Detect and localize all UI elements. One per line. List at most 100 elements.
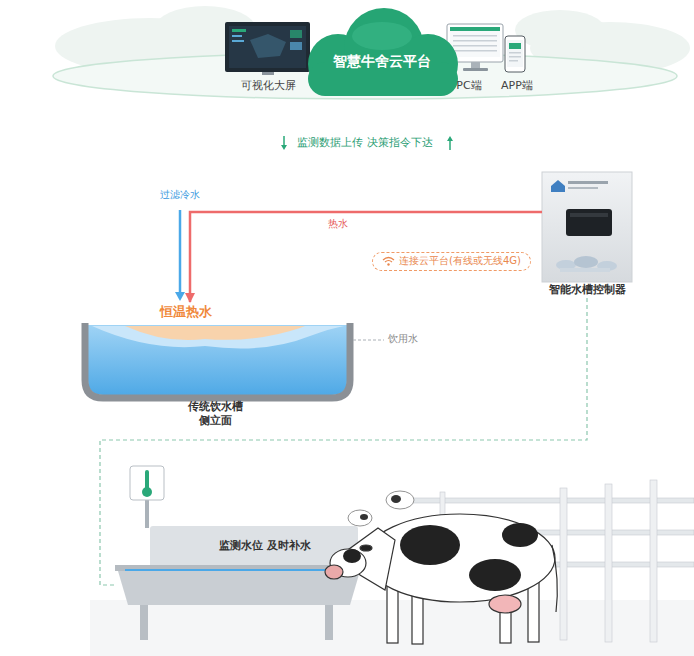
pipe-label: 过滤冷水 (160, 189, 200, 202)
cow-part (400, 525, 460, 565)
node-label: 恒温热水 (160, 304, 212, 320)
cow-part (552, 545, 557, 612)
app-node: APP端 (496, 34, 538, 94)
fence-part (360, 514, 368, 520)
sky-clouds-part (515, 10, 605, 50)
trough-section-part (92, 326, 344, 348)
trough-section-part (88, 325, 347, 395)
sensor-part (145, 472, 149, 488)
phone-part (505, 36, 525, 72)
node-label: 连接云平台(有线或无线4G) (399, 255, 521, 268)
controller-panel-part (560, 268, 610, 272)
cow-trough-node: 监测水位 及时补水 (115, 522, 363, 642)
cow-part (365, 514, 555, 602)
phone-part (507, 40, 523, 67)
controller-panel-part (574, 256, 598, 268)
connection-tag: 连接云平台(有线或无线4G) (372, 252, 531, 271)
hot-water-pipe (190, 212, 542, 302)
updown-arrows-part (449, 140, 451, 150)
trough-section-node: 恒温热水传统饮水槽 侧立面 (85, 302, 350, 432)
sensor-part (130, 466, 164, 500)
updown-arrows-part (281, 145, 287, 150)
node-label: 智慧牛舍云平台 (333, 53, 431, 71)
cold-water-pipe-part (175, 292, 185, 301)
fence-part (560, 488, 567, 640)
phone-part (509, 52, 521, 54)
big-screen-part (290, 42, 302, 50)
node-label: 可视化大屏 (241, 79, 296, 93)
pc-monitor-part (463, 68, 488, 71)
cow-part (325, 565, 343, 579)
controller-panel (542, 172, 632, 282)
pc-monitor-part (450, 27, 500, 57)
controller-panel-part (566, 209, 612, 236)
big-screen-part (232, 29, 246, 32)
trough-section-part (125, 326, 305, 340)
pc-monitor-part (453, 35, 497, 37)
node-caption: 传统饮水槽 侧立面 (183, 400, 247, 428)
fence-part (386, 491, 414, 509)
trough-section (85, 323, 350, 398)
cloud-shape-part (352, 22, 412, 50)
fence-part (391, 495, 401, 503)
platform-ring (53, 53, 677, 99)
pc-monitor-part (453, 50, 497, 52)
phone (505, 36, 525, 72)
cow-part (343, 549, 361, 563)
big-screen-part (232, 40, 244, 42)
trough-section-part (85, 323, 350, 398)
cow-part (387, 585, 398, 643)
node-label: PC端 (456, 79, 481, 93)
cold-water-pipe-part (179, 210, 182, 293)
fence-part (650, 480, 657, 642)
big-screen-node: 可视化大屏 (222, 22, 314, 94)
wifi-icon-part (385, 261, 392, 263)
cloud-shape (296, 6, 468, 98)
controller-panel-part (568, 181, 608, 184)
pc-monitor-part (453, 45, 497, 47)
fence-part (348, 510, 372, 526)
controller-node: 智能水槽控制器 (542, 172, 632, 298)
cow-part (528, 582, 539, 642)
controller-panel-part (568, 187, 598, 189)
big-screen-part (229, 26, 306, 68)
updown-arrows-part (447, 136, 453, 141)
cow-trough-part (118, 571, 360, 605)
controller-panel-part (570, 213, 608, 217)
leader-line (353, 340, 384, 341)
pc-monitor-part (471, 62, 480, 68)
big-screen (225, 22, 310, 75)
edge-label: 热水 (326, 218, 350, 231)
pc-monitor-part (453, 40, 497, 42)
phone-part (509, 60, 518, 62)
controller-panel-part (542, 172, 632, 282)
sensor-part (145, 500, 149, 528)
flow-note: 监测数据上传 决策指令下达 (297, 136, 433, 150)
big-screen-part (232, 35, 242, 37)
cow-trough-part (150, 526, 358, 570)
sensor-part (142, 487, 152, 497)
cow-trough (115, 526, 363, 640)
wifi-icon-part (387, 264, 389, 266)
callout-label: 饮用水 (388, 333, 418, 346)
wifi-icon-part (383, 258, 394, 261)
phone-part (509, 43, 521, 49)
cow-part (502, 523, 538, 547)
big-screen-part (262, 72, 274, 75)
cow-trough-part (140, 605, 148, 640)
node-label: 智能水槽控制器 (549, 283, 626, 297)
big-screen-part (225, 22, 310, 72)
fence (348, 480, 694, 642)
node-label: APP端 (501, 79, 533, 93)
big-screen-part (250, 34, 286, 58)
fence-part (605, 484, 612, 642)
pc-node: PC端 (444, 22, 494, 94)
pc-monitor-part (450, 27, 500, 31)
controller-panel-part (551, 180, 565, 192)
updown-arrows-part (283, 136, 285, 146)
cow-part (469, 559, 521, 591)
wifi-icon (382, 256, 395, 266)
cow-part (489, 595, 521, 613)
